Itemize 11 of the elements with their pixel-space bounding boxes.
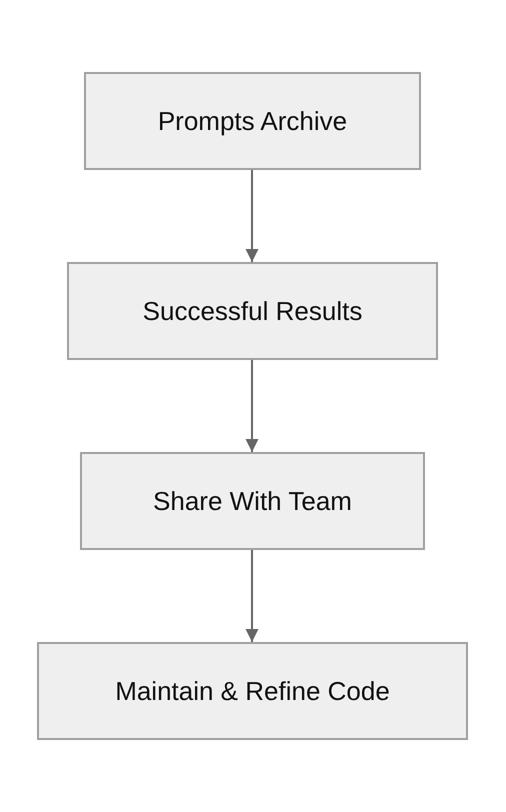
process-box — [67, 262, 438, 360]
arrow — [246, 360, 258, 452]
arrow — [246, 170, 258, 262]
arrow — [246, 550, 258, 642]
node-label: Share With Team — [153, 486, 352, 516]
process-box — [37, 642, 468, 740]
process-box — [80, 452, 425, 550]
process-box — [84, 72, 421, 170]
node-label: Maintain & Refine Code — [115, 676, 390, 706]
node-label: Successful Results — [142, 296, 362, 326]
node-label: Prompts Archive — [158, 106, 348, 136]
